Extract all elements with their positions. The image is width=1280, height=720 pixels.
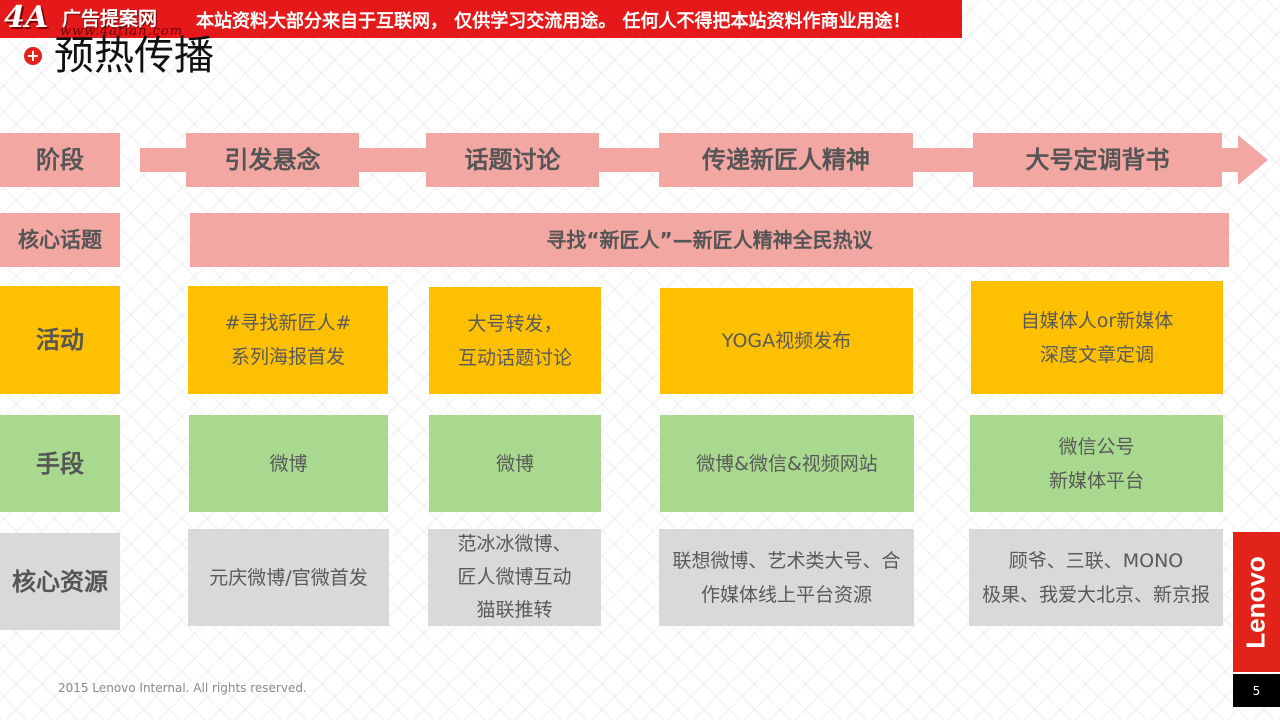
means-cell: 微信公号 新媒体平台 bbox=[970, 415, 1223, 512]
activity-cell: 自媒体人or新媒体 深度文章定调 bbox=[971, 281, 1223, 394]
means-cell: 微博 bbox=[429, 415, 601, 512]
stage-arrow-head-icon bbox=[1238, 135, 1268, 185]
watermark-banner: 4A 广告提案网 本站资料大部分来自于互联网， 仅供学习交流用途。 任何人不得把… bbox=[0, 0, 962, 39]
stage-box: 大号定调背书 bbox=[973, 133, 1222, 187]
means-cell: 微博&微信&视频网站 bbox=[660, 415, 914, 512]
row-label-resources: 核心资源 bbox=[0, 533, 120, 630]
watermark-url: www.4atian.com bbox=[60, 24, 184, 39]
watermark-logo: 4A bbox=[4, 0, 49, 35]
resource-cell: 范冰冰微博、 匠人微博互动 猫联推转 bbox=[428, 529, 601, 626]
resource-cell: 联想微博、艺术类大号、合 作媒体线上平台资源 bbox=[659, 529, 914, 626]
activity-cell: YOGA视频发布 bbox=[660, 288, 913, 394]
page-number: 5 bbox=[1233, 674, 1280, 707]
row-label-activity: 活动 bbox=[0, 286, 120, 394]
core-topic-banner: 寻找“新匠人”—新匠人精神全民热议 bbox=[190, 213, 1229, 267]
stage-box: 话题讨论 bbox=[426, 133, 599, 187]
watermark-notice: 本站资料大部分来自于互联网， 仅供学习交流用途。 任何人不得把本站资料作商业用途… bbox=[196, 11, 911, 32]
row-label-means: 手段 bbox=[0, 415, 120, 512]
activity-cell: #寻找新匠人# 系列海报首发 bbox=[188, 286, 388, 394]
lenovo-logo: Lenovo bbox=[1233, 532, 1280, 672]
stage-box: 传递新匠人精神 bbox=[659, 133, 913, 187]
activity-cell: 大号转发， 互动话题讨论 bbox=[429, 287, 601, 394]
means-cell: 微博 bbox=[189, 415, 388, 512]
page-title: 预热传播 bbox=[54, 33, 214, 79]
watermark-site-name: 广告提案网 bbox=[62, 8, 158, 30]
row-label-topic: 核心话题 bbox=[0, 213, 120, 267]
stage-box: 引发悬念 bbox=[186, 133, 359, 187]
lenovo-logo-text: Lenovo bbox=[1241, 555, 1272, 649]
title-bullet-icon: + bbox=[24, 47, 42, 65]
row-label-stage: 阶段 bbox=[0, 133, 120, 187]
footer-copyright: 2015 Lenovo Internal. All rights reserve… bbox=[58, 681, 307, 695]
resource-cell: 元庆微博/官微首发 bbox=[188, 529, 389, 626]
resource-cell: 顾爷、三联、MONO 极果、我爱大北京、新京报 bbox=[969, 529, 1223, 626]
